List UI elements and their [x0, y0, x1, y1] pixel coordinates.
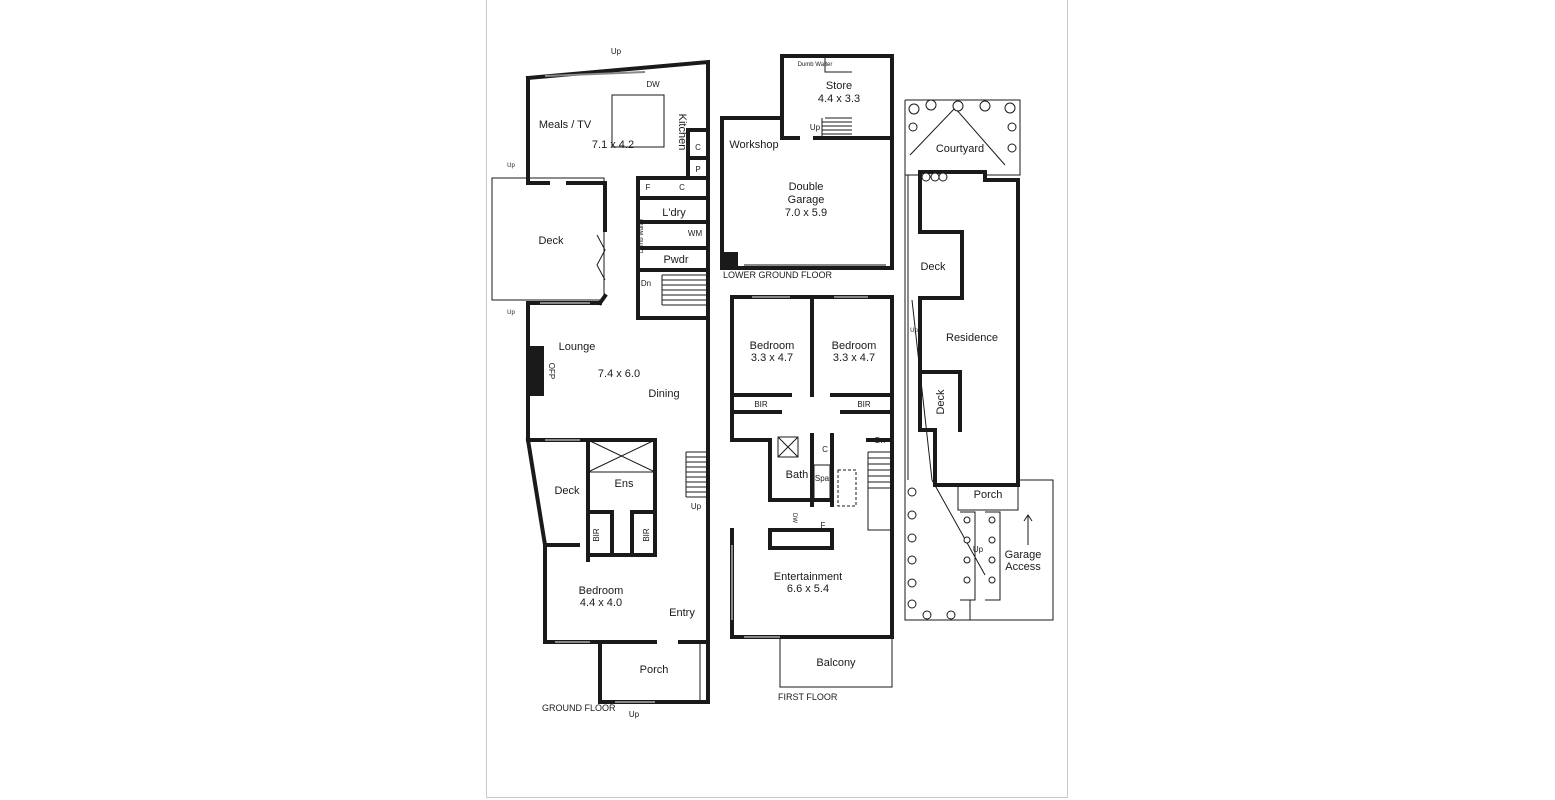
site-deck-2-label: Deck — [935, 389, 947, 415]
bir-label-first-2: BIR — [857, 400, 871, 409]
up-label-deck-bottom: Up — [507, 310, 515, 316]
bedroom-size: 4.4 x 4.0 — [580, 597, 622, 609]
bir-label-first-1: BIR — [754, 400, 768, 409]
spa-label: Spa — [815, 474, 830, 483]
lounge-size: 7.4 x 6.0 — [598, 368, 640, 380]
bedroom-2-size: 3.3 x 4.7 — [833, 352, 875, 364]
site-up-label-2: Up — [973, 545, 984, 554]
ensuite-label: Ens — [615, 478, 634, 490]
dw-label: DW — [646, 80, 660, 89]
dumb-waiter-label-lower: Dumb Waiter — [798, 62, 833, 68]
garage-access-label-2: Access — [1005, 561, 1041, 573]
fireplace — [530, 346, 544, 396]
deck-label: Deck — [538, 235, 564, 247]
first-floor-plan — [730, 295, 894, 688]
fridge-label: F — [646, 183, 651, 192]
fridge-label-first: F — [821, 521, 826, 530]
dumb-waiter-label: Dumb Waiter — [639, 219, 645, 254]
bath-label: Bath — [786, 469, 809, 481]
dining-label: Dining — [648, 388, 679, 400]
up-label-bottom: Up — [629, 710, 640, 719]
plan-sheet — [486, 0, 1068, 798]
washing-machine-label: WM — [688, 229, 703, 238]
stairs-down-label: Dn — [641, 279, 651, 288]
porch-label: Porch — [640, 664, 669, 676]
stairs-down-label-first: Dn — [875, 436, 885, 445]
site-porch-label: Porch — [974, 489, 1003, 501]
site-plan — [904, 99, 1054, 621]
powder-room-label: Pwdr — [663, 254, 688, 266]
garage-size: 7.0 x 5.9 — [785, 207, 827, 219]
meals-tv-size: 7.1 x 4.2 — [592, 139, 634, 151]
entertainment-size: 6.6 x 5.4 — [787, 583, 829, 595]
site-deck-1-label: Deck — [920, 261, 946, 273]
kitchen-island — [611, 94, 665, 148]
entry-label: Entry — [669, 607, 695, 619]
first-floor-title: FIRST FLOOR — [778, 692, 838, 702]
stairs-up-label: Up — [810, 123, 821, 132]
balcony-label: Balcony — [816, 657, 856, 669]
garage-access-label-1: Garage — [1005, 549, 1042, 561]
cupboard-label: C — [695, 143, 701, 152]
store-label: Store — [826, 80, 852, 92]
workshop-label: Workshop — [729, 139, 778, 151]
kitchen-label: Kitchen — [676, 114, 688, 151]
bedroom-1-size: 3.3 x 4.7 — [751, 352, 793, 364]
bir-label-1: BIR — [592, 528, 601, 542]
residence-label: Residence — [946, 332, 998, 344]
dw-label-first: DW — [791, 513, 797, 523]
lounge-label: Lounge — [559, 341, 596, 353]
bedroom-2-label: Bedroom — [832, 340, 877, 352]
site-up-label: Up — [910, 328, 918, 334]
meals-tv-label: Meals / TV — [539, 119, 592, 131]
up-label-deck-top: Up — [507, 163, 515, 169]
ground-floor-plan — [491, 59, 710, 704]
pantry-label: P — [695, 165, 700, 174]
laundry-label: L'dry — [662, 207, 686, 219]
bir-label-2: BIR — [642, 528, 651, 542]
bedroom-label: Bedroom — [579, 585, 624, 597]
lower-ground-floor-title: LOWER GROUND FLOOR — [723, 270, 833, 280]
cupboard-label-first: C — [822, 445, 828, 454]
open-fireplace-label: OFP — [547, 363, 556, 379]
garage-label-2: Garage — [788, 194, 825, 206]
courtyard-label: Courtyard — [936, 143, 984, 155]
deck-2-label: Deck — [554, 485, 580, 497]
store-size: 4.4 x 3.3 — [818, 93, 860, 105]
ground-floor-title: GROUND FLOOR — [542, 703, 616, 713]
cupboard-label-2: C — [679, 183, 685, 192]
garage-label-1: Double — [789, 181, 824, 193]
up-label-top: Up — [611, 47, 622, 56]
up-label-stairs: Up — [691, 502, 702, 511]
lower-ground-floor-plan — [720, 54, 894, 270]
entertainment-label: Entertainment — [774, 571, 842, 583]
bedroom-1-label: Bedroom — [750, 340, 795, 352]
